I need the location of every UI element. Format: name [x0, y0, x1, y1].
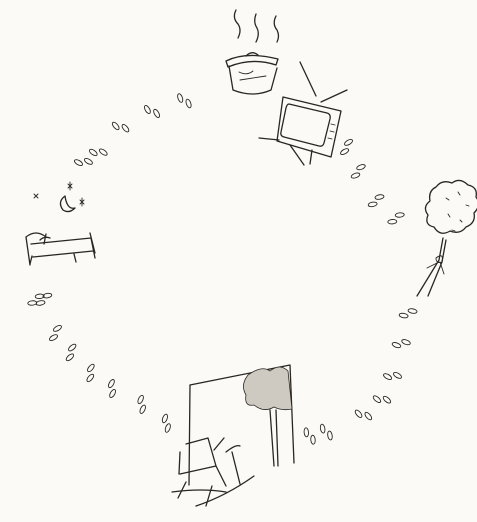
footprint — [177, 91, 193, 111]
footprint — [367, 194, 386, 207]
footprint — [46, 324, 66, 342]
footprint — [61, 343, 81, 362]
footprint — [133, 394, 150, 414]
footprint — [103, 379, 121, 399]
footprint — [391, 336, 411, 352]
footprint — [27, 294, 45, 306]
rocking-chair-icon — [172, 365, 294, 506]
footprint — [81, 363, 100, 383]
footprint — [372, 390, 392, 409]
footprint — [337, 138, 357, 156]
footprint — [143, 102, 161, 122]
steaming-pot-icon — [226, 10, 279, 94]
footprint — [354, 405, 373, 425]
tree-icon — [417, 180, 477, 296]
footprint — [159, 413, 175, 433]
footprint — [387, 212, 405, 224]
footprint — [348, 164, 368, 180]
footprint — [74, 153, 94, 171]
footprint — [320, 423, 333, 442]
footprint — [399, 307, 418, 320]
footprint — [304, 427, 316, 445]
footprint-trail — [27, 91, 417, 445]
footprint — [88, 143, 108, 161]
bed-icon — [26, 233, 95, 265]
television-icon — [259, 62, 347, 165]
footprint — [111, 117, 130, 137]
footprint — [383, 367, 403, 385]
moon-and-stars-icon — [34, 182, 84, 212]
